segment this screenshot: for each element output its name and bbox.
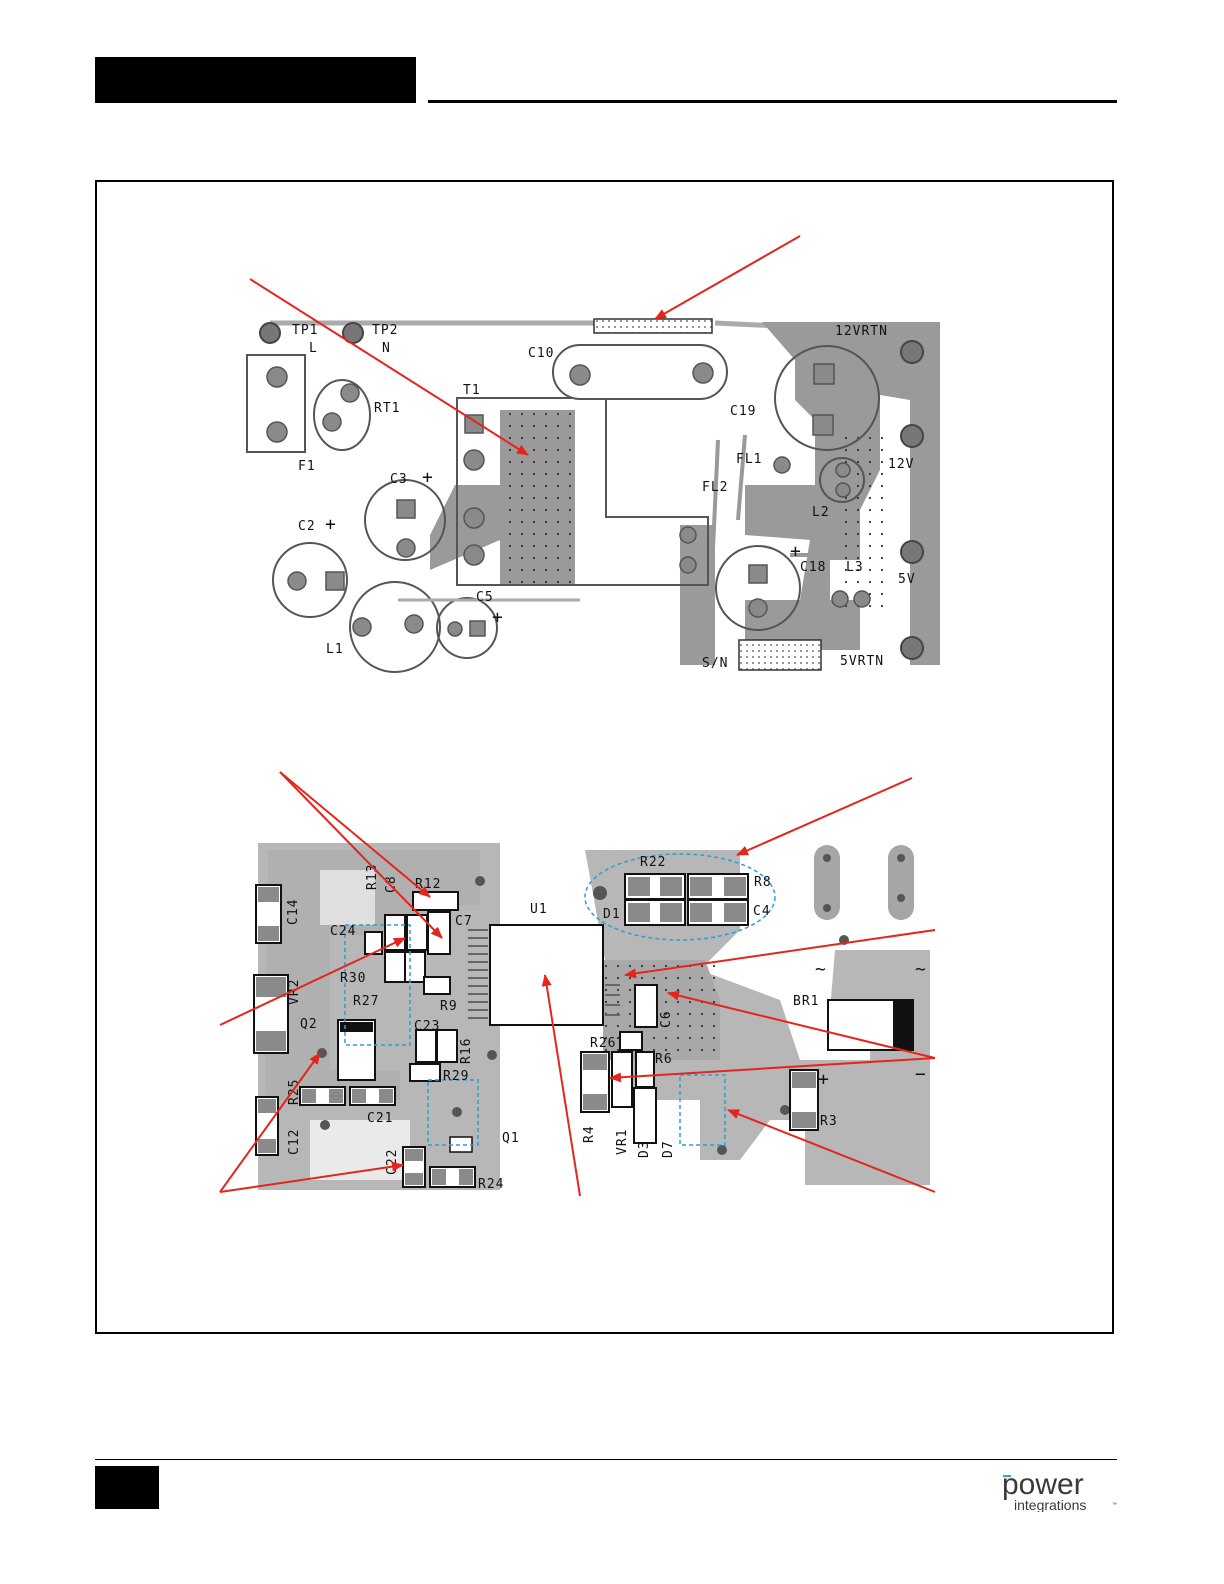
top-label: L1 [326,642,344,657]
bottom-label: R24 [478,1177,504,1192]
bottom-label: ~ [915,959,927,980]
top-label: + [790,541,802,562]
top-label: + [422,467,434,488]
bottom-label: D3 [637,1140,652,1158]
bottom-label: R8 [754,875,772,890]
bottom-label: R16 [459,1038,474,1064]
c5-outline [437,598,497,658]
logo-word-integrations: integrations [1014,1497,1086,1512]
bottom-label: D1 [603,907,621,922]
top-label: RT1 [374,401,400,416]
bottom-label: − [915,1064,927,1085]
top-label: TP1 [292,323,318,338]
bottom-label: C22 [385,1149,400,1175]
top-label: + [325,514,337,535]
power-integrations-logo: power integrations ™ [998,1462,1120,1512]
top-label: 5VRTN [840,654,884,669]
sn-copper-pour [680,525,715,665]
logo-trademark: ™ [1112,1502,1117,1508]
bottom-side-view: R13 C8 R12 C14 C7 U1 R22 R8 D1 C4 C24 R3… [220,772,935,1196]
top-callout-arrow [655,236,800,319]
bottom-label: C14 [286,899,301,925]
bottom-label: R12 [415,877,441,892]
bottom-label: R22 [640,855,666,870]
br1-stripe [893,1000,913,1050]
bottom-label: D7 [661,1140,676,1158]
bottom-label: Q2 [300,1017,318,1032]
top-label: 5V [898,572,916,587]
top-via-field [500,410,575,585]
bottom-label: R26 [590,1036,616,1051]
top-label: C2 [298,519,316,534]
fuse-hatch [594,319,712,333]
bottom-label: C12 [287,1129,302,1155]
bottom-label: R29 [443,1069,469,1084]
bottom-label: R3 [820,1114,838,1129]
bottom-label: R4 [582,1125,597,1143]
top-label: S/N [702,656,728,671]
bottom-label: R6 [655,1052,673,1067]
bottom-label: C24 [330,924,356,939]
q1-body [450,1137,472,1152]
top-label: L [309,341,318,356]
top-label: C18 [800,560,826,575]
top-label: FL1 [736,452,762,467]
top-label: L2 [812,505,830,520]
top-label: T1 [463,383,481,398]
sn-hatch [739,640,821,670]
bottom-label: R30 [340,971,366,986]
bottom-label: C23 [414,1019,440,1034]
page-number-tab [95,1466,159,1509]
bottom-label: + [818,1069,830,1090]
top-label: N [382,341,391,356]
top-label: C3 [390,472,408,487]
top-label: C10 [528,346,554,361]
top-label: C19 [730,404,756,419]
top-callout-arrow [250,279,528,455]
top-label: F1 [298,459,316,474]
top-label: 12VRTN [835,324,888,339]
bottom-label: BR1 [793,994,819,1009]
bottom-label: U1 [530,902,548,917]
bottom-label: C21 [367,1111,393,1126]
top-side-view: TP1 L TP2 N C10 12VRTN T1 RT1 C19 F1 C3 … [247,236,940,672]
bottom-label: Q1 [502,1131,520,1146]
bottom-label: C7 [455,914,473,929]
bottom-label: R9 [440,999,458,1014]
top-label: + [492,607,504,628]
footer-rule [95,1459,1117,1460]
top-label: FL2 [702,480,728,495]
bottom-label: ~ [815,959,827,980]
bottom-label: C4 [753,904,771,919]
bottom-label: C6 [659,1010,674,1028]
output-via-field [840,430,885,610]
bottom-label: R27 [353,994,379,1009]
top-label: 12V [888,457,914,472]
top-label: C5 [476,590,494,605]
u1-package [490,925,603,1025]
top-label: L3 [846,560,864,575]
top-label: TP2 [372,323,398,338]
bottom-label: VR1 [615,1129,630,1155]
